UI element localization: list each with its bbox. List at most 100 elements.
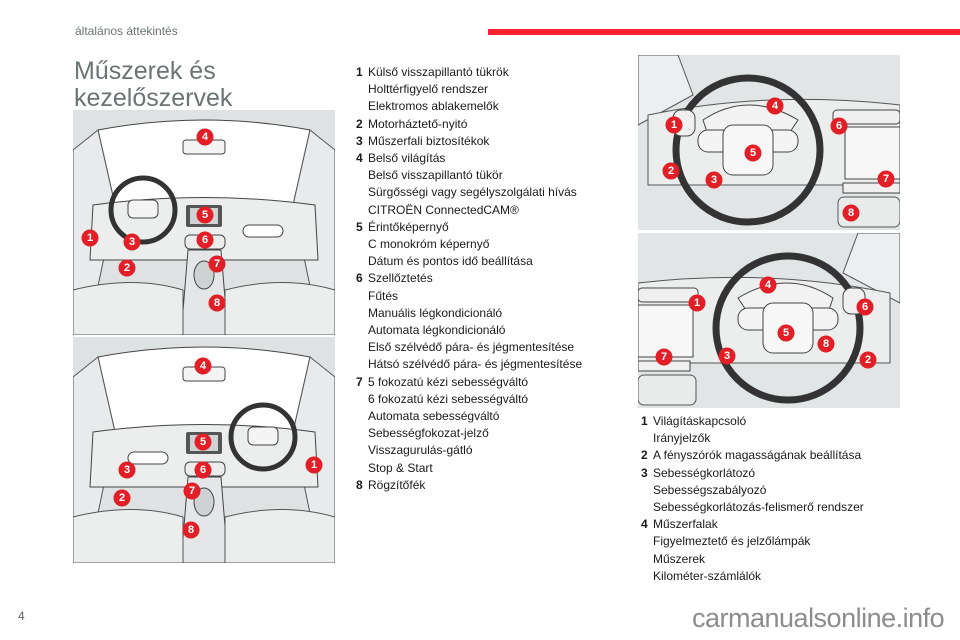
marker-5: 5 bbox=[744, 144, 762, 162]
svg-text:5: 5 bbox=[750, 147, 756, 159]
marker-5: 5 bbox=[196, 206, 214, 224]
legend-line: Belső világítás bbox=[368, 151, 446, 166]
svg-text:3: 3 bbox=[724, 350, 730, 362]
legend-line: Holttérfigyelő rendszer bbox=[368, 82, 489, 97]
marker-1: 1 bbox=[305, 456, 323, 474]
marker-2: 2 bbox=[859, 351, 877, 369]
legend-number: 4 bbox=[356, 151, 363, 166]
legend-number: 5 bbox=[356, 219, 363, 234]
marker-3: 3 bbox=[118, 461, 136, 479]
svg-text:6: 6 bbox=[200, 464, 206, 476]
svg-text:1: 1 bbox=[694, 297, 700, 309]
legend-number: 4 bbox=[641, 517, 648, 532]
svg-text:3: 3 bbox=[129, 236, 135, 248]
marker-7: 7 bbox=[877, 170, 895, 188]
marker-1: 1 bbox=[81, 229, 99, 247]
marker-6: 6 bbox=[830, 117, 848, 135]
legend-line: C monokróm képernyő bbox=[368, 237, 490, 252]
legend-number: 1 bbox=[641, 414, 648, 428]
rhd-wheel-drawing bbox=[638, 233, 900, 408]
svg-text:1: 1 bbox=[671, 119, 677, 131]
marker-6: 6 bbox=[194, 461, 212, 479]
marker-4: 4 bbox=[759, 276, 777, 294]
legend-line: Manuális légkondicionáló bbox=[368, 305, 503, 320]
svg-text:8: 8 bbox=[214, 297, 220, 309]
marker-4: 4 bbox=[196, 128, 214, 146]
marker-6: 6 bbox=[196, 231, 214, 249]
lhd-cabin-illustration: 4 5 1 3 6 7 2 8 bbox=[73, 110, 335, 335]
marker-8: 8 bbox=[182, 521, 200, 539]
svg-text:2: 2 bbox=[124, 262, 130, 274]
marker-2: 2 bbox=[113, 489, 131, 507]
svg-text:8: 8 bbox=[823, 338, 829, 350]
lhd-wheel-markers: 4 1 6 5 2 3 7 8 bbox=[662, 97, 895, 222]
legend-item-8: 8 Rögzítőfék bbox=[356, 477, 616, 494]
legend-line: Belső visszapillantó tükör bbox=[368, 168, 503, 183]
svg-text:2: 2 bbox=[668, 165, 674, 177]
marker-2: 2 bbox=[662, 162, 680, 180]
marker-4: 4 bbox=[194, 357, 212, 375]
legend-line: Sebességkorlátozó bbox=[653, 465, 756, 480]
legend-line: Műszerek bbox=[653, 551, 706, 566]
legend-line: Dátum és pontos idő beállítása bbox=[368, 254, 533, 269]
section-header: általános áttekintés bbox=[75, 24, 178, 38]
legend-line: Fűtés bbox=[368, 288, 399, 303]
marker-8: 8 bbox=[817, 335, 835, 353]
svg-text:3: 3 bbox=[124, 464, 130, 476]
svg-text:5: 5 bbox=[200, 436, 206, 448]
legend-line: Első szélvédő pára- és jégmentesítése bbox=[368, 340, 575, 355]
marker-5: 5 bbox=[194, 433, 212, 451]
legend-line: Kilométer-számlálók bbox=[653, 568, 762, 583]
legend-item-5: 5 Érintőképernyő C monokróm képernyő Dát… bbox=[356, 219, 616, 271]
watermark-link[interactable]: carmanualsonline.info bbox=[692, 603, 945, 633]
legend-item-2: 2 A fényszórók magasságának beállítása bbox=[641, 447, 911, 464]
legend-number: 8 bbox=[356, 477, 363, 492]
page-title: Műszerek és kezelőszervek bbox=[74, 58, 232, 112]
rhd-cabin-markers: 4 5 1 3 6 7 2 8 bbox=[113, 357, 323, 539]
legend-line: Sebességkorlátozás-felismerő rendszer bbox=[653, 500, 864, 515]
marker-3: 3 bbox=[123, 233, 141, 251]
rhd-wheel-illustration: 4 1 6 5 8 3 7 2 bbox=[638, 233, 900, 408]
legend-number: 1 bbox=[356, 65, 363, 79]
legend-line: Szellőztetés bbox=[368, 271, 433, 286]
svg-text:3: 3 bbox=[711, 174, 717, 186]
legend-item-4: 4 Belső világítás Belső visszapillantó t… bbox=[356, 150, 616, 219]
marker-7: 7 bbox=[655, 348, 673, 366]
page-number: 4 bbox=[18, 609, 25, 623]
svg-text:7: 7 bbox=[883, 173, 889, 185]
legend-number: 6 bbox=[356, 271, 363, 286]
marker-5: 5 bbox=[777, 324, 795, 342]
svg-text:4: 4 bbox=[200, 360, 207, 372]
legend-item-1: 1 Külső visszapillantó tükrök Holttérfig… bbox=[356, 64, 616, 116]
svg-text:2: 2 bbox=[119, 492, 125, 504]
legend-line: Műszerfali biztosítékok bbox=[368, 133, 490, 148]
legend-line: Sebességszabályozó bbox=[653, 482, 767, 497]
rhd-cabin-illustration: 4 5 1 3 6 7 2 8 bbox=[73, 337, 335, 563]
legend-line: Stop & Start bbox=[368, 460, 433, 475]
legend-line: Motorháztető-nyitó bbox=[368, 116, 468, 131]
legend-item-7: 7 5 fokozatú kézi sebességváltó 6 fokoza… bbox=[356, 374, 616, 477]
marker-2: 2 bbox=[118, 259, 136, 277]
legend-line: Elektromos ablakemelők bbox=[368, 99, 499, 114]
cabin-legend-list: 1 Külső visszapillantó tükrök Holttérfig… bbox=[356, 64, 616, 494]
legend-item-4: 4 Műszerfalak Figyelmeztető és jelzőlámp… bbox=[641, 516, 911, 585]
svg-text:1: 1 bbox=[311, 459, 317, 471]
legend-line: Automata sebességváltó bbox=[368, 409, 500, 424]
lhd-wheel-illustration: 4 1 6 5 2 3 7 8 bbox=[638, 55, 900, 230]
page-title-line-2: kezelőszervek bbox=[74, 84, 233, 112]
svg-text:8: 8 bbox=[188, 524, 194, 536]
legend-number: 2 bbox=[356, 116, 363, 131]
marker-1: 1 bbox=[688, 294, 706, 312]
svg-text:4: 4 bbox=[765, 279, 772, 291]
svg-text:7: 7 bbox=[189, 485, 195, 497]
legend-item-2: 2 Motorháztető-nyitó bbox=[356, 116, 616, 133]
legend-number: 3 bbox=[641, 465, 648, 480]
marker-7: 7 bbox=[208, 255, 226, 273]
svg-text:1: 1 bbox=[87, 232, 93, 244]
marker-8: 8 bbox=[842, 204, 860, 222]
marker-3: 3 bbox=[705, 171, 723, 189]
svg-text:7: 7 bbox=[214, 258, 220, 270]
svg-text:7: 7 bbox=[661, 351, 667, 363]
marker-7: 7 bbox=[183, 482, 201, 500]
legend-line: Hátsó szélvédő pára- és jégmentesítése bbox=[368, 357, 583, 372]
